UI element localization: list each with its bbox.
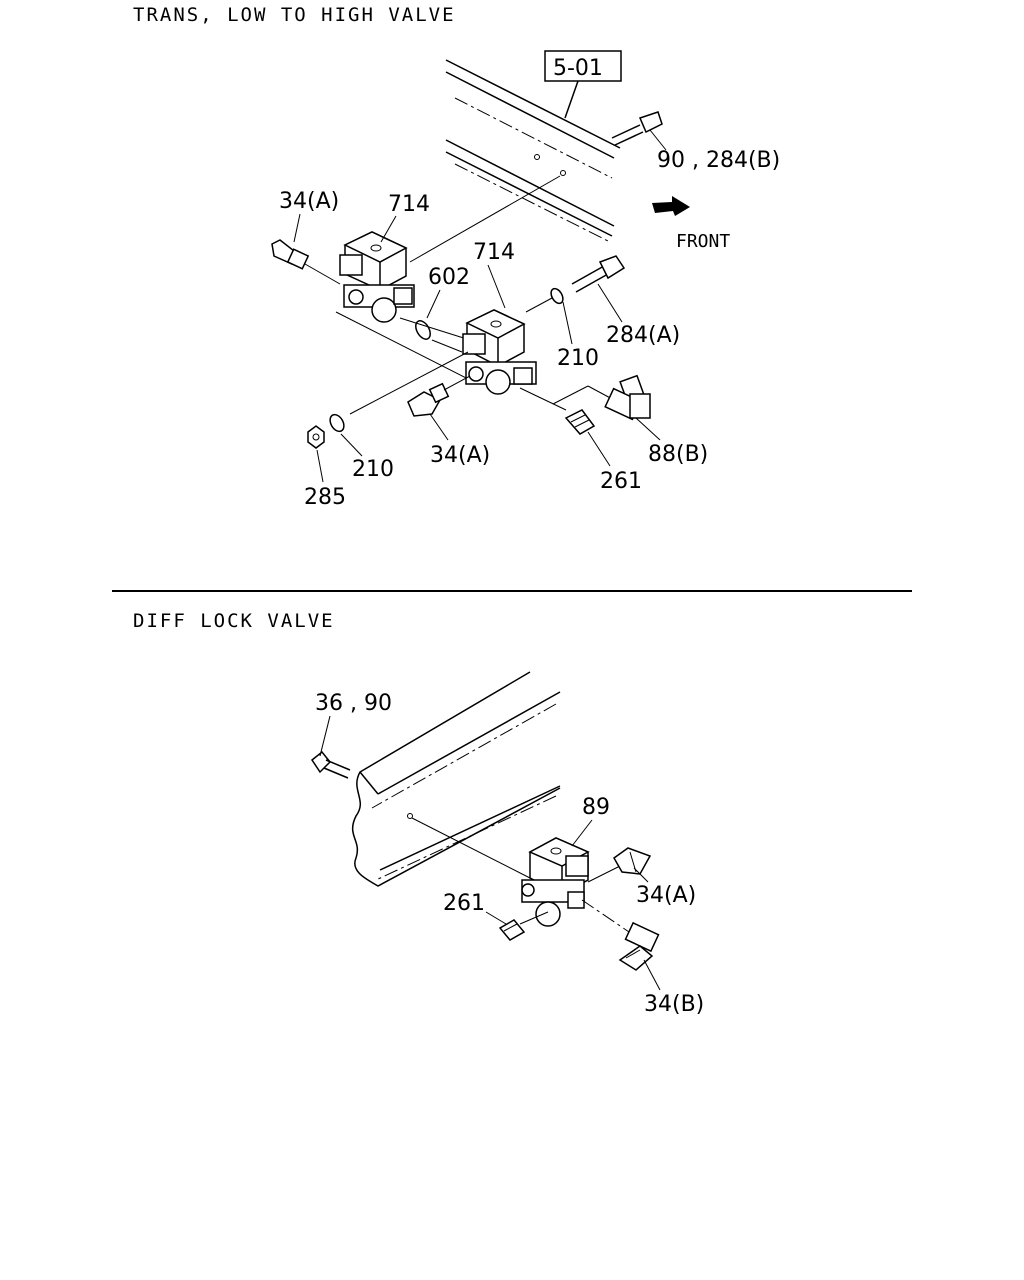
fitting-34a-mid-icon [407, 375, 471, 417]
callout-36-90: 36 , 90 [315, 691, 392, 716]
reference-box-label: 5-01 [553, 56, 603, 81]
washer-210-right-icon [525, 287, 564, 313]
callout-714-right: 714 [473, 240, 515, 265]
callout-261: 261 [600, 469, 642, 494]
bolt-36-90-icon [310, 750, 351, 779]
callout-210-right: 210 [557, 346, 599, 371]
elbow-fitting-34b-icon [618, 921, 660, 971]
callout-602: 602 [428, 265, 470, 290]
front-arrow-icon [652, 196, 690, 216]
callout-34b: 34(B) [644, 992, 704, 1017]
section-divider [112, 590, 912, 592]
section-title-diff-lock-valve: DIFF LOCK VALVE [133, 610, 335, 632]
section-title-trans-valve: TRANS, LOW TO HIGH VALVE [133, 4, 456, 26]
nut-285-icon [307, 425, 325, 449]
callout-90-284b: 90 , 284(B) [657, 148, 780, 173]
callout-285: 285 [304, 485, 346, 510]
elbow-fitting-88b-icon [604, 374, 651, 421]
fitting-34a-top-icon [271, 239, 341, 285]
bolt-284a-icon [571, 255, 626, 293]
fitting-34a-icon [613, 847, 652, 875]
solenoid-valve-714-right-icon [462, 309, 537, 395]
callout-210-left: 210 [352, 457, 394, 482]
solenoid-valve-89-icon [521, 837, 590, 927]
callout-89: 89 [582, 795, 610, 820]
bolt-90-284b-icon [611, 111, 667, 151]
callout-714-left: 714 [388, 192, 430, 217]
washer-210-left-icon [329, 413, 345, 433]
frame-rail-top [445, 59, 621, 243]
callout-34a-mid: 34(A) [430, 443, 490, 468]
callout-284a: 284(A) [606, 323, 680, 348]
callout-34a: 34(A) [636, 883, 696, 908]
callout-261-bottom: 261 [443, 891, 485, 916]
plug-261-bottom-icon [498, 919, 526, 941]
frame-rail-bottom [351, 671, 561, 887]
solenoid-valve-714-left-icon [339, 231, 415, 323]
reference-box: 5-01 [544, 50, 622, 119]
front-label: FRONT [676, 231, 730, 252]
callout-34a-top: 34(A) [279, 189, 339, 214]
callout-88b: 88(B) [648, 442, 708, 467]
plug-261-icon [564, 409, 596, 435]
